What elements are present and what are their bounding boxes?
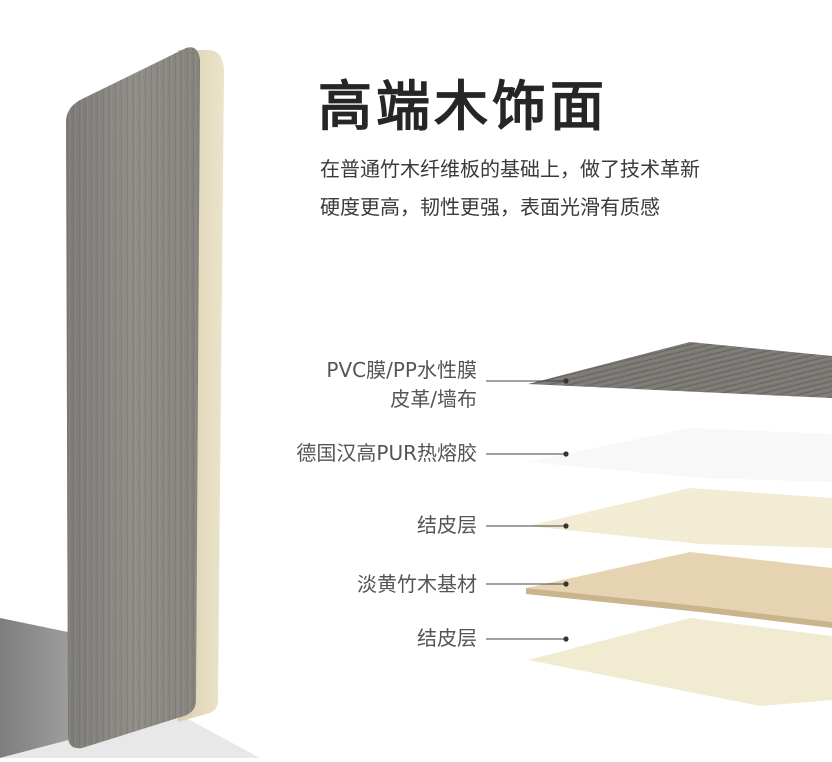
page-title: 高端木饰面 [318, 75, 608, 138]
layer-skin-top-sheet [528, 488, 832, 548]
product-description: 在普通竹木纤维板的基础上，做了技术革新 硬度更高，韧性更强，表面光滑有质感 [320, 150, 820, 226]
layer-core-sheet [526, 552, 832, 622]
layer-label-glue: 德国汉高PUR热熔胶 [296, 439, 477, 468]
layer-label-skin-top: 结皮层 [417, 511, 477, 540]
layer-label-line: 德国汉高PUR热熔胶 [296, 441, 477, 465]
layer-label-line: 结皮层 [417, 513, 477, 537]
description-line: 在普通竹木纤维板的基础上，做了技术革新 [320, 157, 700, 181]
description-line: 硬度更高，韧性更强，表面光滑有质感 [320, 195, 660, 219]
layer-label-line: PVC膜/PP水性膜 [326, 358, 477, 382]
layer-glue-sheet [528, 428, 832, 482]
layer-label-film: PVC膜/PP水性膜 皮革/墙布 [326, 356, 477, 414]
layer-label-line: 淡黄竹木基材 [357, 572, 477, 596]
layer-label-core: 淡黄竹木基材 [357, 570, 477, 599]
layer-label-skin-bottom: 结皮层 [417, 624, 477, 653]
layer-label-line: 皮革/墙布 [390, 387, 477, 411]
layer-skin-bottom-sheet [528, 618, 832, 706]
layer-label-line: 结皮层 [417, 626, 477, 650]
